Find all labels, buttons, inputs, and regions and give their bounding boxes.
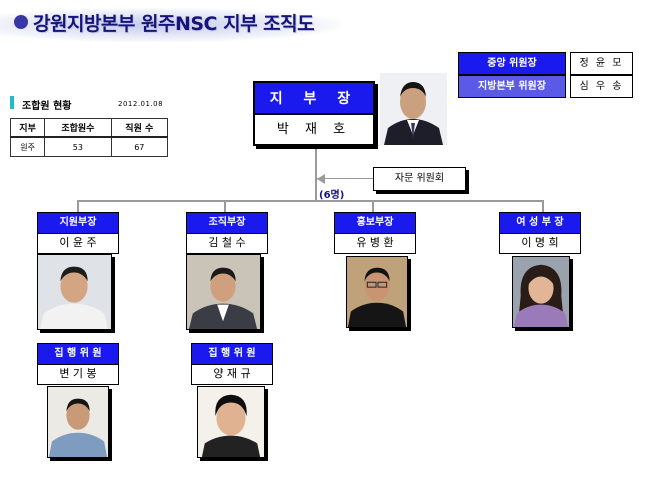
drop-line-1 (77, 200, 79, 212)
chief-title: 지 부 장 (253, 81, 375, 115)
stats-header-members: 조합원수 (44, 118, 112, 138)
drop-line-4 (542, 200, 544, 212)
member-photo-organization (186, 254, 261, 330)
member-name-executive-2: 양 재 규 (191, 365, 273, 385)
member-name-publicity: 유 병 환 (334, 234, 416, 254)
member-name-support: 이 윤 주 (37, 234, 119, 254)
page-title: 강원지방본부 원주NSC 지부 조직도 (33, 13, 315, 35)
member-photo-executive-2 (197, 386, 265, 458)
member-photo-women (512, 256, 570, 328)
trunk-line (315, 146, 317, 201)
member-name-women: 이 명 희 (499, 234, 581, 254)
advisory-connector (317, 178, 373, 179)
member-photo-support (37, 254, 112, 330)
advisory-committee-box: 자문 위원회 (373, 167, 466, 191)
member-title-executive-2: 집 행 위 원 (191, 343, 273, 365)
member-count-label: (6명) (319, 190, 345, 201)
committee-value-central: 정 윤 모 (570, 52, 633, 75)
stats-date: 2012.01.08 (118, 100, 164, 108)
stats-heading: 조합원 현황 (22, 101, 72, 112)
title-background (0, 8, 340, 42)
committee-value-regional: 심 우 송 (570, 75, 633, 98)
committee-label-regional: 지방본부 위원장 (458, 75, 566, 98)
stats-cell-branch: 원주 (9, 136, 46, 157)
drop-line-2 (224, 200, 226, 212)
committee-label-central: 중앙 위원장 (458, 52, 566, 75)
member-name-executive-1: 변 기 봉 (37, 365, 119, 385)
member-photo-executive-1 (47, 386, 109, 458)
member-name-organization: 김 철 수 (186, 234, 268, 254)
committee-table: 중앙 위원장 정 윤 모 지방본부 위원장 심 우 송 (458, 52, 633, 98)
stats-cell-staff: 67 (110, 136, 169, 157)
member-title-executive-1: 집 행 위 원 (37, 343, 119, 365)
member-title-publicity: 홍보부장 (334, 212, 416, 234)
member-title-organization: 조직부장 (186, 212, 268, 234)
member-photo-publicity (346, 256, 408, 328)
arrow-left-icon (317, 174, 325, 184)
stats-cell-members: 53 (44, 136, 112, 157)
stats-header-staff: 직원 수 (110, 118, 169, 138)
chief-name: 박 재 호 (253, 115, 375, 146)
stats-table: 지부 조합원수 직원 수 원주 53 67 (9, 118, 169, 157)
stats-marker-icon (10, 96, 14, 109)
stats-row: 원주 53 67 (9, 136, 169, 157)
drop-line-3 (372, 200, 374, 212)
member-title-support: 지원부장 (37, 212, 119, 234)
member-title-women: 여 성 부 장 (499, 212, 581, 234)
stats-header-branch: 지부 (9, 118, 46, 138)
stats-header-row: 지부 조합원수 직원 수 (9, 118, 169, 138)
chief-photo (380, 73, 447, 145)
branch-line (77, 200, 544, 202)
title-bullet-icon (14, 15, 28, 29)
